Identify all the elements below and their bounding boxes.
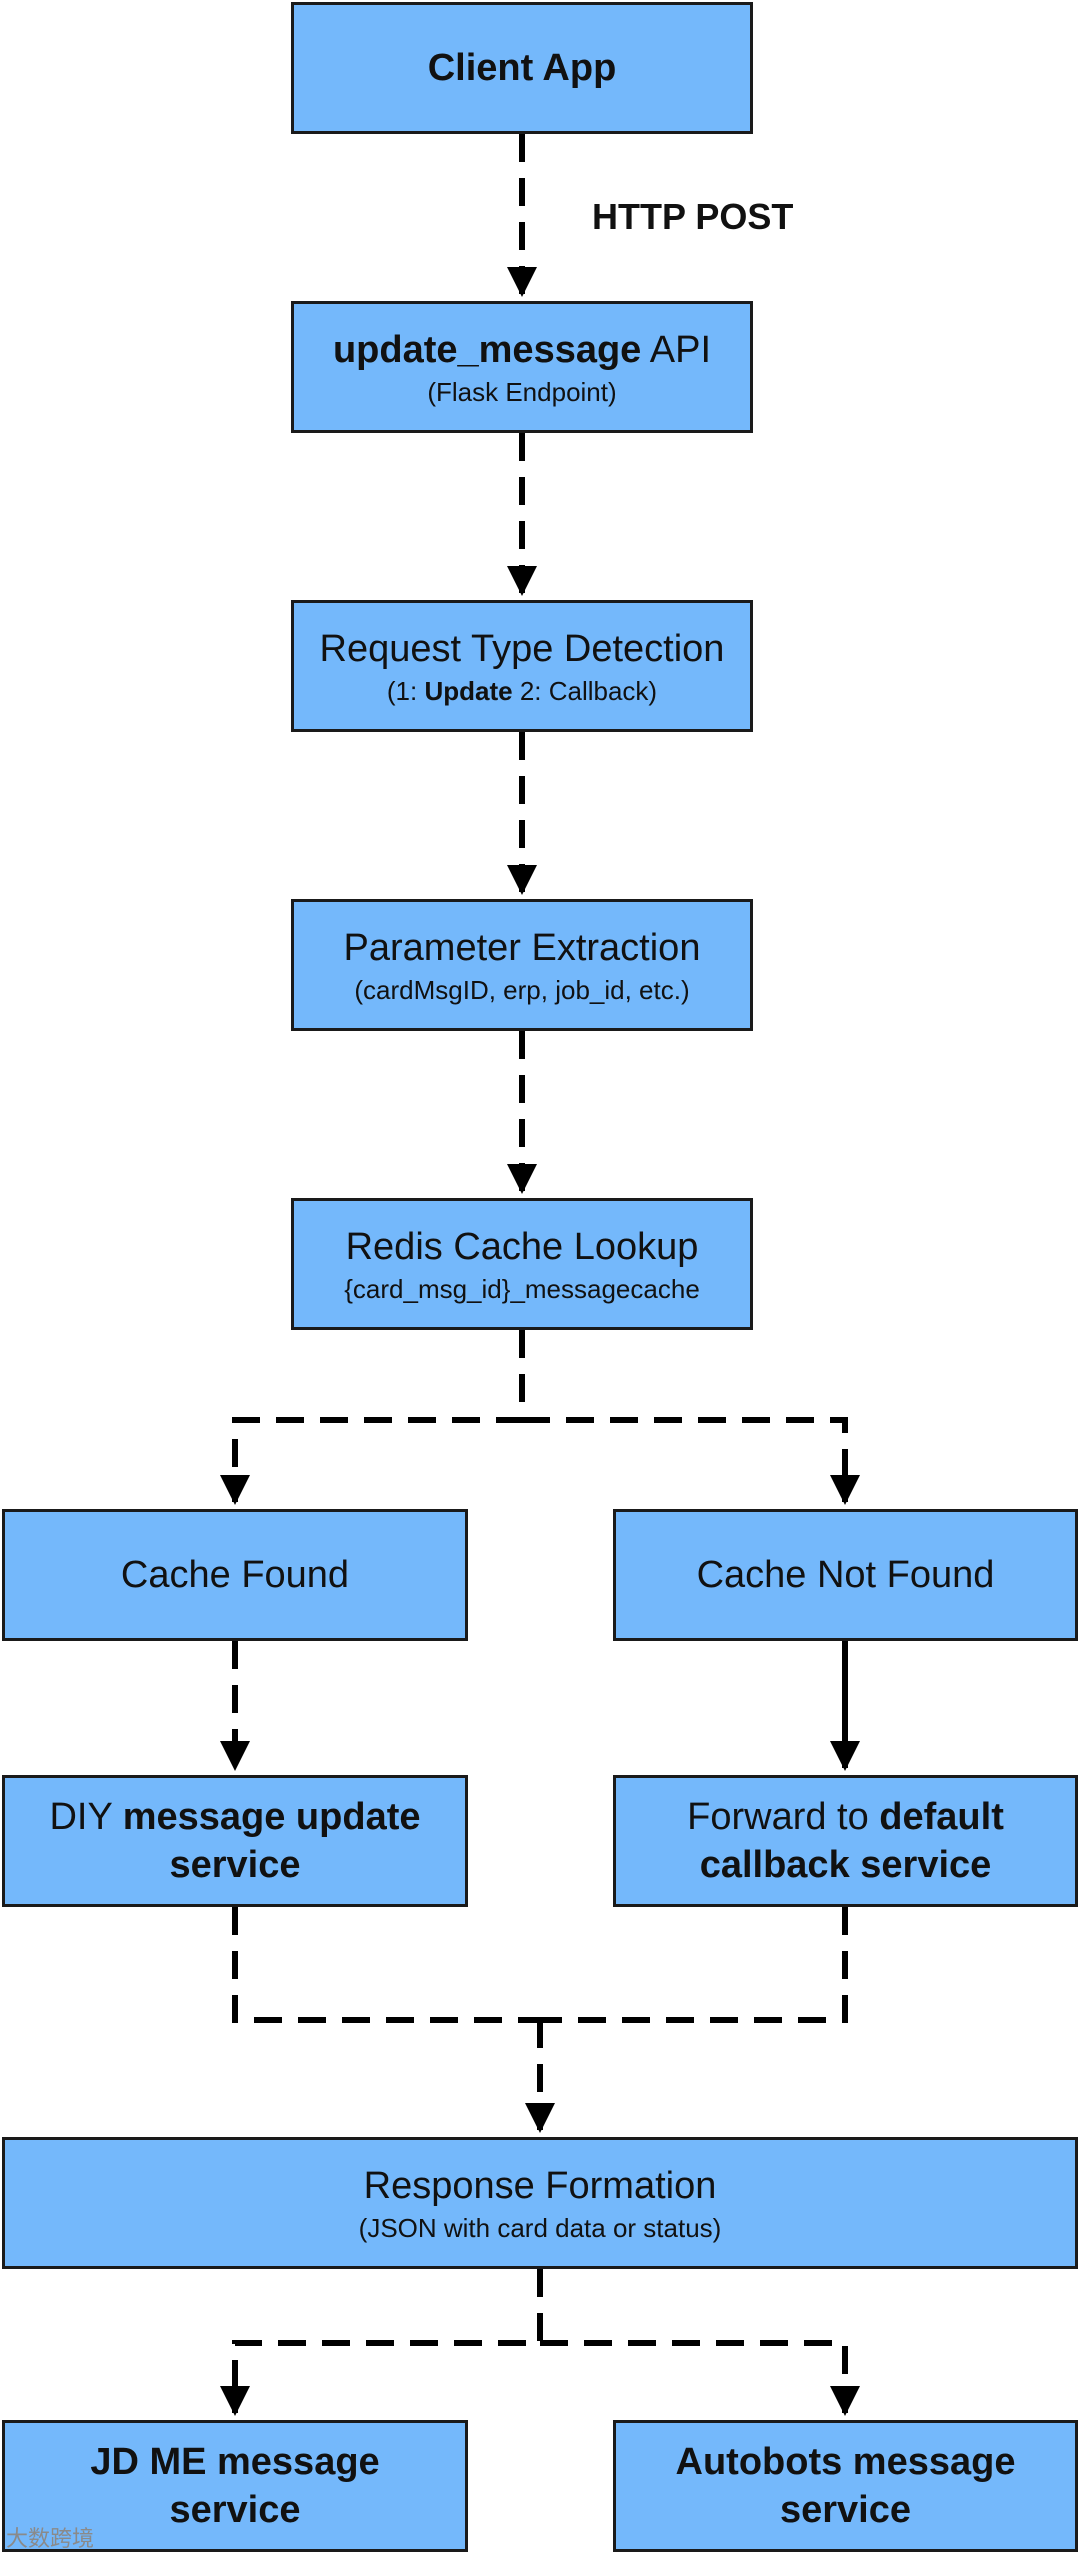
arrow-response-split-right bbox=[540, 2340, 860, 2416]
node-redis-sub: {card_msg_id}_messagecache bbox=[344, 1274, 700, 1304]
arrow-redis-split-right bbox=[522, 1417, 860, 1505]
node-jd-me-message-service: JD ME message service bbox=[2, 2420, 468, 2552]
node-response-title: Response Formation bbox=[363, 2165, 717, 2207]
node-autobots-line1: Autobots message bbox=[675, 2441, 1016, 2483]
node-cache-not-found: Cache Not Found bbox=[613, 1509, 1078, 1641]
node-parameter-extraction-sub: (cardMsgID, erp, job_id, etc.) bbox=[354, 975, 690, 1005]
edge-label-http-post: HTTP POST bbox=[592, 196, 794, 237]
arrow-forward-merge bbox=[540, 1907, 848, 2023]
node-cache-found-title: Cache Found bbox=[120, 1554, 350, 1596]
node-diy-line2: service bbox=[169, 1844, 301, 1886]
node-forward-default-callback: Forward to default callback service bbox=[613, 1775, 1078, 1907]
node-response-sub: (JSON with card data or status) bbox=[358, 2213, 722, 2243]
node-autobots-message-service: Autobots message service bbox=[613, 2420, 1078, 2552]
node-client-app-title: Client App bbox=[427, 47, 617, 89]
arrow-redis-split-left bbox=[220, 1330, 525, 1505]
node-parameter-extraction-title: Parameter Extraction bbox=[343, 927, 701, 969]
node-parameter-extraction: Parameter Extraction (cardMsgID, erp, jo… bbox=[291, 899, 753, 1031]
node-cache-not-found-title: Cache Not Found bbox=[696, 1554, 995, 1596]
node-diy-line1: DIY message update bbox=[49, 1796, 421, 1838]
node-jd-me-line1: JD ME message bbox=[90, 2441, 380, 2483]
watermark: 大数跨境 bbox=[6, 2526, 95, 2551]
arrow-response-split-left bbox=[220, 2269, 543, 2416]
node-request-type-detection: Request Type Detection (1: Update 2: Cal… bbox=[291, 600, 753, 732]
node-jd-me-line2: service bbox=[169, 2489, 301, 2531]
node-update-message-api-sub: (Flask Endpoint) bbox=[427, 377, 617, 407]
node-response-formation: Response Formation (JSON with card data … bbox=[2, 2137, 1078, 2269]
node-update-message-api-title: update_message API bbox=[332, 329, 712, 371]
node-forward-line2: callback service bbox=[699, 1844, 992, 1886]
arrow-diy-merge bbox=[232, 1907, 540, 2023]
node-diy-message-update-service: DIY message update service bbox=[2, 1775, 468, 1907]
node-update-message-api: update_message API (Flask Endpoint) bbox=[291, 301, 753, 433]
node-autobots-line2: service bbox=[779, 2489, 911, 2531]
node-redis-title: Redis Cache Lookup bbox=[345, 1226, 699, 1268]
node-client-app: Client App bbox=[291, 2, 753, 134]
node-forward-line1: Forward to default bbox=[687, 1796, 1004, 1838]
node-cache-found: Cache Found bbox=[2, 1509, 468, 1641]
node-request-type-sub: (1: Update 2: Callback) bbox=[386, 676, 658, 706]
node-request-type-title: Request Type Detection bbox=[319, 628, 725, 670]
node-redis-cache-lookup: Redis Cache Lookup {card_msg_id}_message… bbox=[291, 1198, 753, 1330]
